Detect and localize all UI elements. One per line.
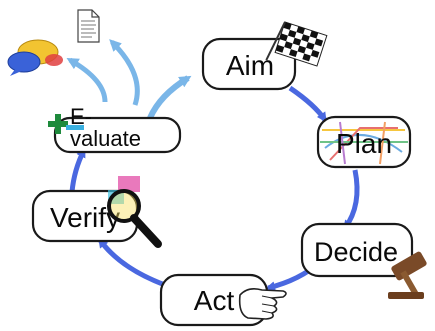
node-act-label: Act: [194, 285, 235, 316]
arrow-plan-to-decide: [342, 169, 360, 231]
arrow-evaluate-to-speech: [66, 57, 108, 103]
node-plan-label: Plan: [336, 128, 392, 159]
node-decide-label: Decide: [314, 237, 398, 267]
arrow-verify-to-evaluate: [69, 147, 87, 193]
node-act: Act: [159, 273, 269, 327]
feedback-arrows: [66, 39, 192, 120]
node-evaluate: E- valuate: [53, 104, 182, 154]
gavel-icon: [388, 251, 427, 299]
node-evaluate-label-line1: E-: [70, 104, 92, 129]
arrow-evaluate-to-aim: [147, 75, 192, 120]
pointing-hand-icon: [238, 288, 287, 320]
speech-bubbles-icon: [7, 39, 63, 76]
magnifier-icon: [107, 176, 162, 248]
document-icon: [77, 9, 100, 43]
node-aim: Aim: [201, 37, 297, 91]
node-aim-label: Aim: [226, 50, 274, 81]
subway-map-icon: [320, 121, 408, 165]
arrow-act-to-verify: [97, 237, 166, 288]
arrow-evaluate-to-document: [109, 39, 140, 106]
node-evaluate-label-line2: valuate: [70, 126, 141, 151]
arrow-aim-to-plan: [288, 85, 328, 123]
checkered-flag-icon: [265, 21, 328, 67]
plus-minus-icon: [48, 114, 84, 134]
node-decide: Decide: [300, 222, 414, 278]
node-plan: Plan: [316, 115, 412, 169]
